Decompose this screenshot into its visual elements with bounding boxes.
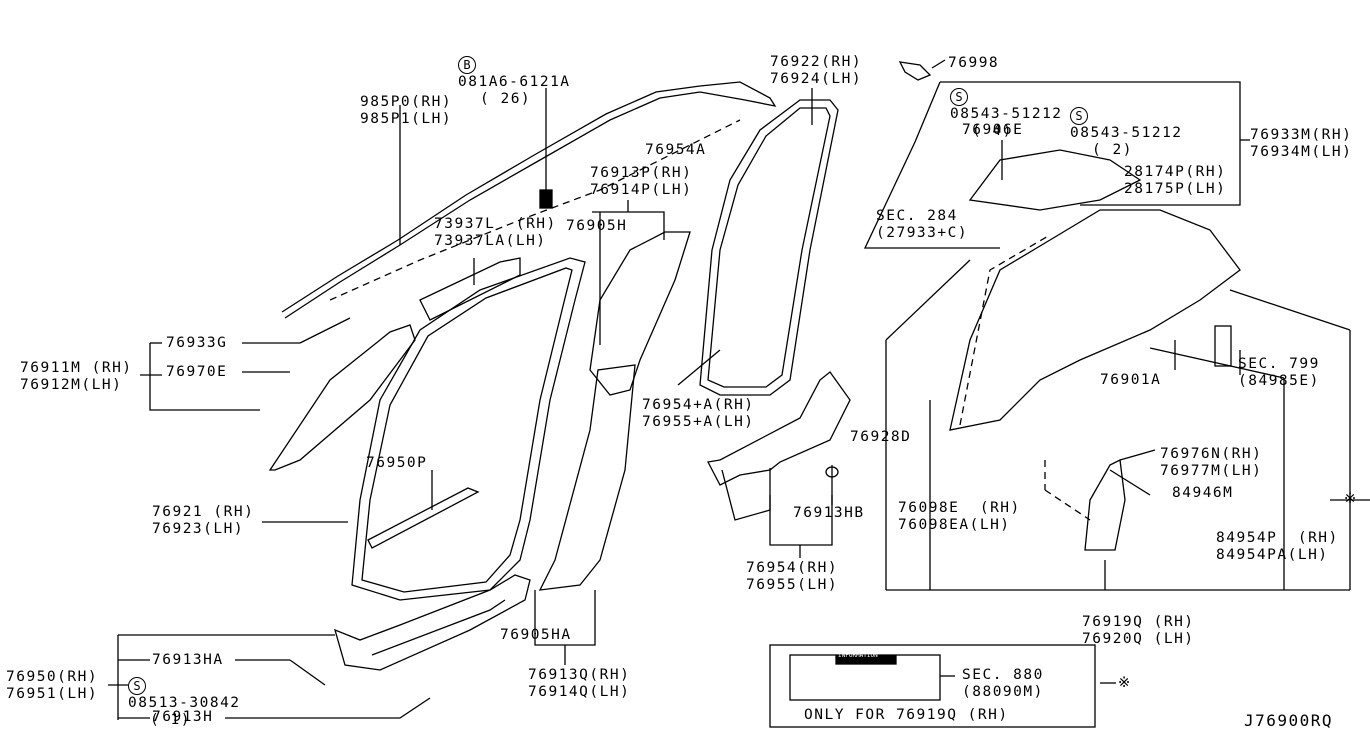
part-84954p-label: 84954P (RH)84954PA(LH): [1216, 530, 1339, 563]
bolt-081a6: [539, 88, 553, 209]
part-76905h-label: 76905H: [566, 218, 628, 234]
part-76906e-label: 76906E: [962, 122, 1024, 138]
info-label-box: [769, 644, 1116, 728]
part-76919q-label: 76919Q (RH)76920Q (LH): [1082, 614, 1195, 647]
part-76928d-label: 76928D: [850, 429, 912, 445]
note-mark: ※: [1344, 491, 1358, 507]
part-76922-label: 76922(RH)76924(LH): [770, 54, 863, 87]
bracket-76911m: [140, 317, 351, 411]
part-76950-label: 76950(RH)76951(LH): [6, 669, 99, 702]
part-73937l-label: 73937L (RH)73937LA(LH): [434, 216, 557, 249]
b-pillar-lower: [534, 590, 596, 665]
only-for-note: ONLY FOR 76919Q (RH): [804, 707, 1009, 723]
part-28174p-label: 28174P(RH)28175P(LH): [1124, 164, 1227, 197]
a-pillar-trim: [268, 257, 521, 471]
bracket-76928d: [885, 259, 1351, 591]
part-76954-plus-a-label: 76954+A(RH)76955+A(LH): [642, 397, 755, 430]
bracket-box-76933m: [863, 81, 1250, 249]
part-76913h-label: 76913H: [152, 709, 214, 725]
part-76954-label: 76954(RH)76955(LH): [746, 560, 839, 593]
b-pillar-trim: [538, 200, 691, 591]
part-76998-label: 76998: [948, 55, 1000, 71]
weatherstrip-76921: [262, 257, 586, 601]
rear-sill-76954: [677, 349, 851, 558]
front-sill-76950: [108, 574, 531, 720]
part-76098e-label: 76098E (RH)76098EA(LH): [898, 500, 1021, 533]
weatherstrip-76922: [699, 88, 839, 396]
info-label-header: INFORMATION: [838, 652, 878, 659]
part-76950p-label: 76950P: [366, 455, 428, 471]
part-76913ha-label: 76913HA: [152, 652, 224, 668]
part-76905ha-label: 76905HA: [500, 627, 572, 643]
part-76901a-label: 76901A: [1100, 372, 1162, 388]
kick-plate-76950p: [367, 470, 480, 549]
part-84946m-label: 84946M: [1172, 485, 1234, 501]
bolt-symbol-icon: B: [458, 56, 476, 74]
part-985p-label: 985P0(RH)985P1(LH): [360, 94, 453, 127]
part-76976n-label: 76976N(RH)76977M(LH): [1160, 446, 1263, 479]
part-76911m-label: 76911M (RH)76912M(LH): [20, 360, 133, 393]
info-note-mark: ※: [1118, 675, 1132, 691]
part-76933g-label: 76933G: [166, 335, 228, 351]
rear-quarter-trim: [949, 209, 1241, 551]
screw-symbol-icon: S: [950, 88, 968, 106]
part-76954a-label: 76954A: [645, 142, 707, 158]
roof-airbag-part: [281, 81, 777, 319]
diagram-code: J76900RQ: [1244, 711, 1334, 730]
part-76913p-label: 76913P(RH)76914P(LH): [590, 165, 693, 198]
sec-799-label: SEC. 799(84985E): [1238, 356, 1320, 389]
part-76913q-label: 76913Q(RH)76914Q(LH): [528, 667, 631, 700]
sec-284-label: SEC. 284(27933+C): [876, 208, 969, 241]
sec-880-label: SEC. 880(88090M): [962, 667, 1044, 700]
screw-symbol-icon: S: [128, 677, 146, 695]
part-76970e-label: 76970E: [166, 364, 228, 380]
part-76921-label: 76921 (RH)76923(LH): [152, 504, 255, 537]
screw-symbol-icon: S: [1070, 107, 1088, 125]
clip-76998: [898, 59, 946, 81]
part-76933m-label: 76933M(RH)76934M(LH): [1250, 127, 1353, 160]
part-76913hb-label: 76913HB: [793, 505, 865, 521]
